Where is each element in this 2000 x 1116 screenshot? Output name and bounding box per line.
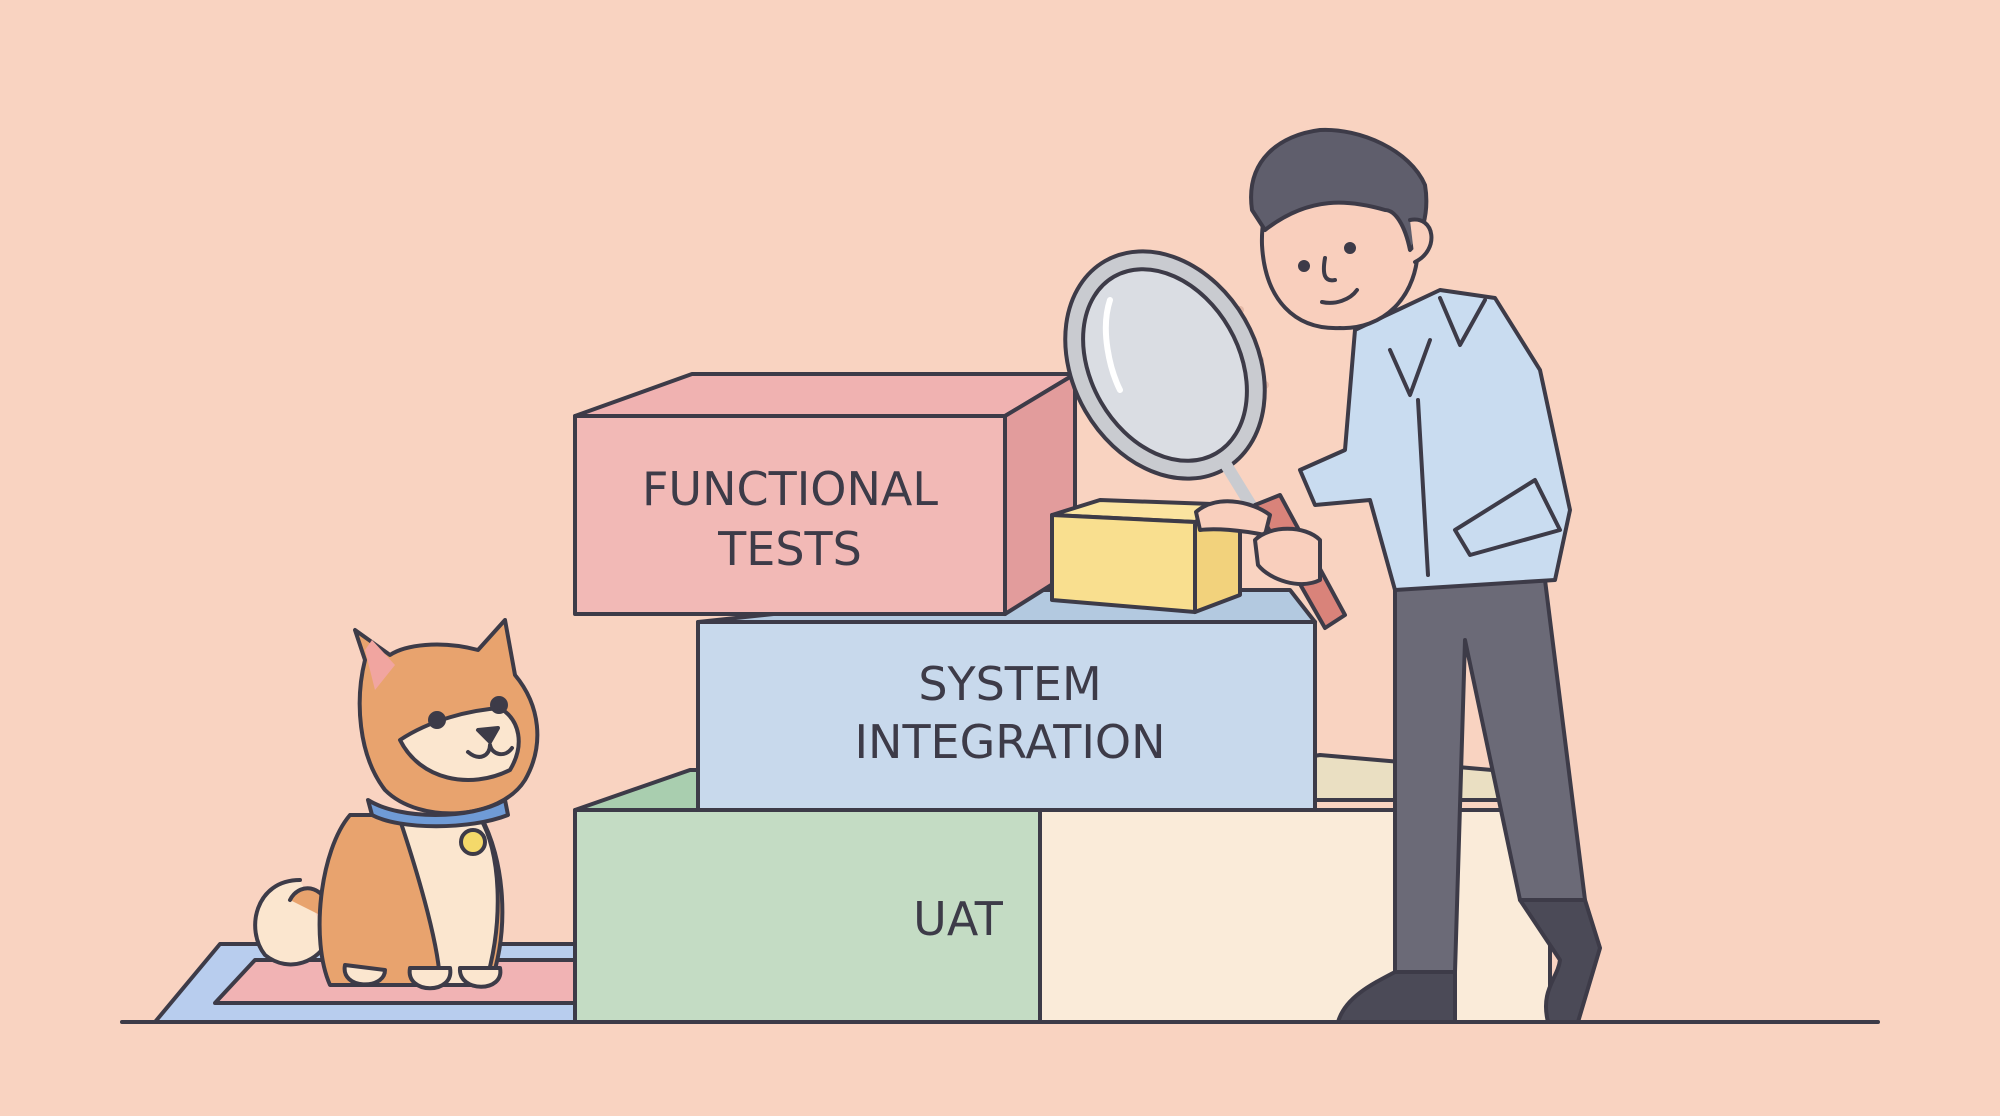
system-integration-block xyxy=(696,588,1317,812)
system-label-line1: SYSTEM xyxy=(918,657,1101,711)
system-label-line2: INTEGRATION xyxy=(854,715,1165,769)
small-yellow-box xyxy=(1050,498,1242,614)
person-head xyxy=(1249,127,1434,331)
person-torso xyxy=(1298,288,1572,592)
functional-tests-block xyxy=(573,372,1077,616)
person-hands xyxy=(1194,499,1322,586)
person-legs xyxy=(1336,553,1602,1024)
functional-label-line1: FUNCTIONAL xyxy=(642,462,938,516)
functional-label-line2: TESTS xyxy=(717,522,862,576)
uat-label: UAT xyxy=(913,892,1004,946)
dog xyxy=(253,618,540,991)
